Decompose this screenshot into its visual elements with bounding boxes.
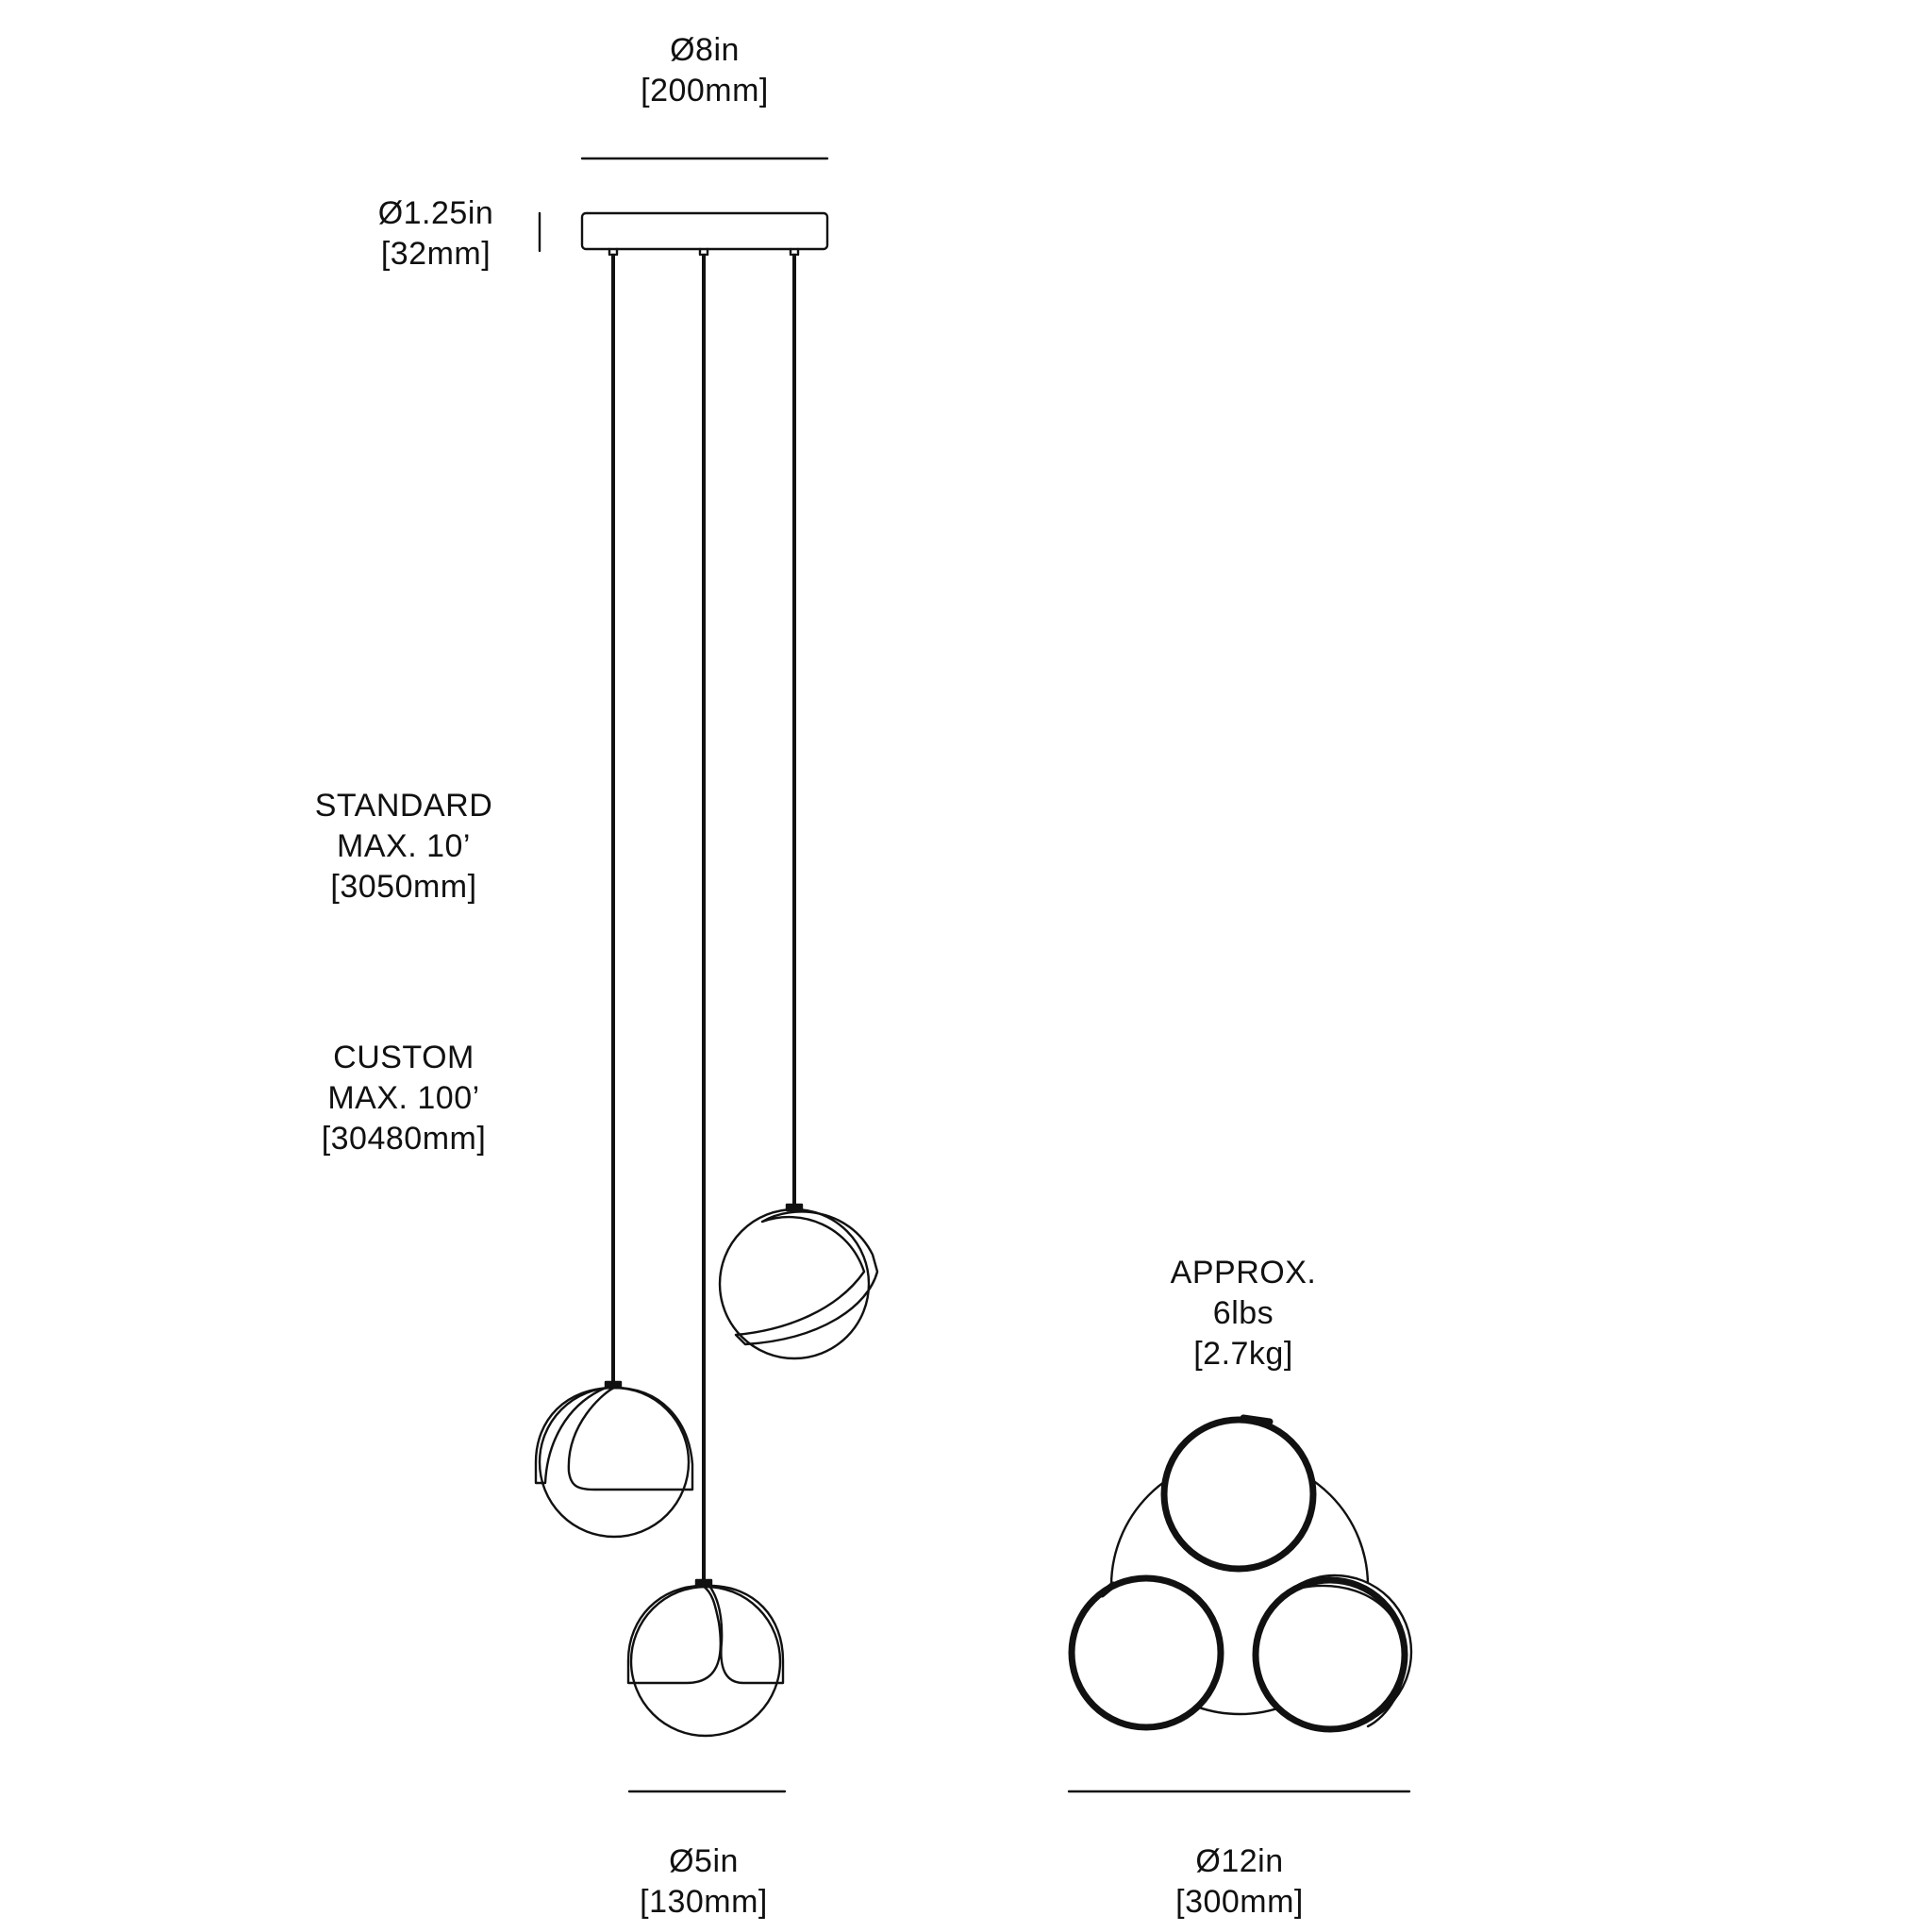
cluster-globe-left [1068, 1574, 1224, 1731]
custom-length-mm: [30480mm] [321, 1121, 487, 1157]
globe-diameter-inches: Ø5in [669, 1843, 739, 1879]
pendant-right [718, 1203, 879, 1360]
pendant-left [534, 1380, 694, 1539]
weight-lbs: 6lbs [1212, 1295, 1274, 1331]
globe-diameter-mm: [130mm] [640, 1884, 768, 1920]
weight-title: APPROX. [1170, 1255, 1317, 1291]
weight-label: APPROX. 6lbs [2.7kg] [1171, 1253, 1317, 1374]
weight-kg: [2.7kg] [1193, 1336, 1293, 1372]
globe-diameter-label: Ø5in [130mm] [640, 1841, 768, 1923]
cluster-globe-top [1160, 1416, 1317, 1573]
canopy-height-inches: Ø1.25in [377, 195, 494, 231]
standard-length-max: MAX. 10’ [337, 828, 471, 864]
custom-length-label: CUSTOM MAX. 100’ [30480mm] [322, 1038, 487, 1159]
canopy [580, 211, 829, 251]
cluster-shade-top-notch [1240, 1414, 1274, 1425]
cluster-shade-left-notch [1098, 1581, 1117, 1598]
standard-length-mm: [3050mm] [330, 869, 477, 905]
cluster-diameter-label: Ø12in [300mm] [1175, 1841, 1304, 1923]
standard-length-title: STANDARD [314, 788, 493, 824]
canopy-width-inches: Ø8in [670, 32, 740, 68]
cluster-globe-right-shade [1281, 1584, 1407, 1728]
canopy-height-label: Ø1.25in [32mm] [378, 193, 494, 275]
pendant-center [626, 1578, 785, 1738]
cluster-diameter-inches: Ø12in [1195, 1843, 1284, 1879]
custom-length-max: MAX. 100’ [327, 1080, 480, 1116]
cluster-bottom-view [1068, 1414, 1413, 1733]
cluster-globe-right [1252, 1576, 1408, 1733]
cluster-diameter-mm: [300mm] [1175, 1884, 1304, 1920]
canopy-width-label: Ø8in [200mm] [641, 30, 769, 111]
canopy-height-mm: [32mm] [380, 236, 491, 272]
canopy-width-mm: [200mm] [641, 73, 769, 108]
custom-length-title: CUSTOM [333, 1040, 475, 1075]
standard-length-label: STANDARD MAX. 10’ [3050mm] [315, 786, 493, 908]
